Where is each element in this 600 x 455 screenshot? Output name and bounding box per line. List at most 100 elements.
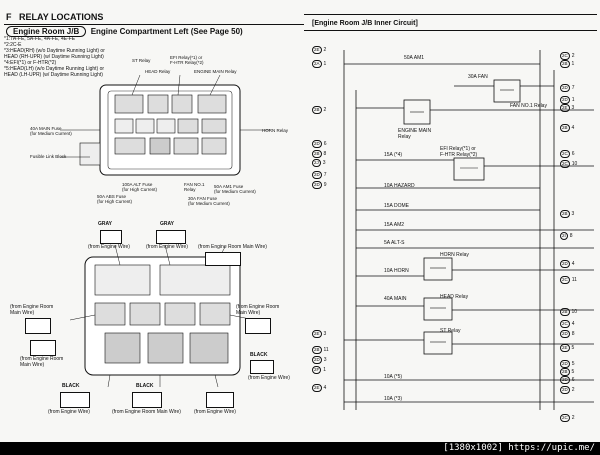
- terminal-pin: 2: [571, 387, 575, 393]
- footnote: HEAD (RH-UPR) (w/ Daytime Running Light): [4, 54, 104, 60]
- box-label: Engine Room J/B: [6, 26, 87, 37]
- watermark-bar: [1380x1002] https://upic.me/: [0, 442, 600, 455]
- connector-color-label: GRAY: [160, 221, 174, 227]
- junction-box-top-drawing: [60, 75, 270, 176]
- terminal-pin: 6: [571, 377, 575, 383]
- inner-circuit-drawing: [343, 50, 594, 410]
- footnote: *3:HEAD(RH) (w/o Daytime Running Light) …: [4, 48, 105, 54]
- terminal-code: 2I: [560, 232, 568, 240]
- label-fan-relay: FAN NO.1 Relay: [184, 182, 205, 192]
- connector-view-drawing: [69, 244, 256, 388]
- terminal-pin: 2: [571, 53, 575, 59]
- terminal-code: 2D: [560, 386, 570, 394]
- connector-source-label: (from Engine Room Main Wire): [236, 304, 280, 316]
- connector-source-label: (from Engine Wire): [48, 409, 90, 415]
- circuit-label-fuse-10a-5: 10A (*5): [384, 374, 403, 380]
- terminal-pin: 9: [323, 182, 327, 188]
- terminal-code: 2D: [560, 330, 570, 338]
- terminal-pin: 1: [323, 61, 327, 67]
- connector-2i: [132, 392, 162, 408]
- circuit-label-horn-relay: HORN Relay: [440, 252, 469, 258]
- terminal-pin: 10: [571, 309, 578, 315]
- terminal-pin: 5: [571, 369, 575, 375]
- terminal-code: 2B: [560, 210, 570, 218]
- terminal-pin: 7: [323, 172, 327, 178]
- circuit-label-efi: EFI Relay(*1) or F-HTR Relay(*2): [440, 146, 478, 158]
- connector-source-label: (from Engine Wire): [88, 244, 130, 250]
- terminal-pin: 11: [571, 277, 577, 283]
- circuit-label-fan-relay: FAN NO.1 Relay: [510, 103, 547, 109]
- connector-2b: [156, 230, 186, 244]
- circuit-label-alt-s: 5A ALT-S: [384, 240, 405, 246]
- terminal-code: 2C: [560, 160, 570, 168]
- terminal-code: 2E: [312, 384, 322, 392]
- terminal-pin: 3: [571, 105, 575, 111]
- terminal-pin: 10: [571, 161, 578, 167]
- label-alt-fuse: 100A ALT Fuse (for High Current): [122, 182, 158, 192]
- terminal-pin: 6: [323, 141, 327, 147]
- terminal-code: 2D: [312, 140, 322, 148]
- connector-source-label: (from Engine Room Main Wire): [20, 356, 64, 368]
- terminal-pin: 7: [571, 85, 575, 91]
- connector-2c: [205, 252, 241, 266]
- terminal-code: 2D: [312, 356, 322, 364]
- terminal-pin: 8: [571, 331, 575, 337]
- label-engine-main-relay: ENGINE MAIN Relay: [194, 69, 237, 74]
- terminal-pin: 4: [571, 321, 575, 327]
- terminal-code: 2B: [312, 346, 322, 354]
- circuit-label-st-relay: ST Relay: [440, 328, 461, 334]
- label-abs-fuse: 50A ABS Fuse (for High Current): [97, 194, 133, 204]
- connector-color-label: BLACK: [62, 383, 80, 389]
- connector-2j: [206, 392, 234, 408]
- connector-2d: [25, 318, 51, 334]
- label-head-relay: HEAD Relay: [145, 69, 171, 74]
- circuit-title-rule: [304, 30, 597, 31]
- terminal-code: 2B: [312, 106, 322, 114]
- terminal-code: 2C: [560, 150, 570, 158]
- terminal-code: 2D: [560, 376, 570, 384]
- connector-2e: [245, 318, 271, 334]
- section-title: RELAY LOCATIONS: [19, 12, 104, 22]
- circuit-label-fuse-10a-3: 10A (*3): [384, 396, 403, 402]
- connector-source-label: (from Engine Wire): [194, 409, 236, 415]
- connector-2a: [100, 230, 122, 244]
- connector-color-label: BLACK: [136, 383, 154, 389]
- terminal-pin: 8: [569, 233, 573, 239]
- terminal-code: 2E: [560, 104, 570, 112]
- section-heading: F RELAY LOCATIONS: [6, 12, 103, 22]
- terminal-pin: 2: [323, 47, 327, 53]
- terminal-code: 2D: [312, 171, 322, 179]
- circuit-label-hazard: 10A HAZARD: [384, 183, 415, 189]
- label-fan-fuse: 30A FAN Fuse (for Medium Current): [188, 196, 230, 206]
- label-am1-fuse: 50A AM1 Fuse (for Medium Current): [214, 184, 256, 194]
- terminal-code: 2B: [560, 124, 570, 132]
- footnote: *5:HEAD(LH) (w/o Daytime Running Light) …: [4, 66, 105, 72]
- connector-color-label: BLACK: [250, 352, 268, 358]
- label-horn-relay: HORN Relay: [262, 128, 289, 133]
- circuit-label-engine-main: ENGINE MAIN Relay: [398, 128, 432, 140]
- connector-2g: [250, 360, 274, 374]
- terminal-pin: 4: [571, 261, 575, 267]
- terminal-pin: 6: [571, 151, 575, 157]
